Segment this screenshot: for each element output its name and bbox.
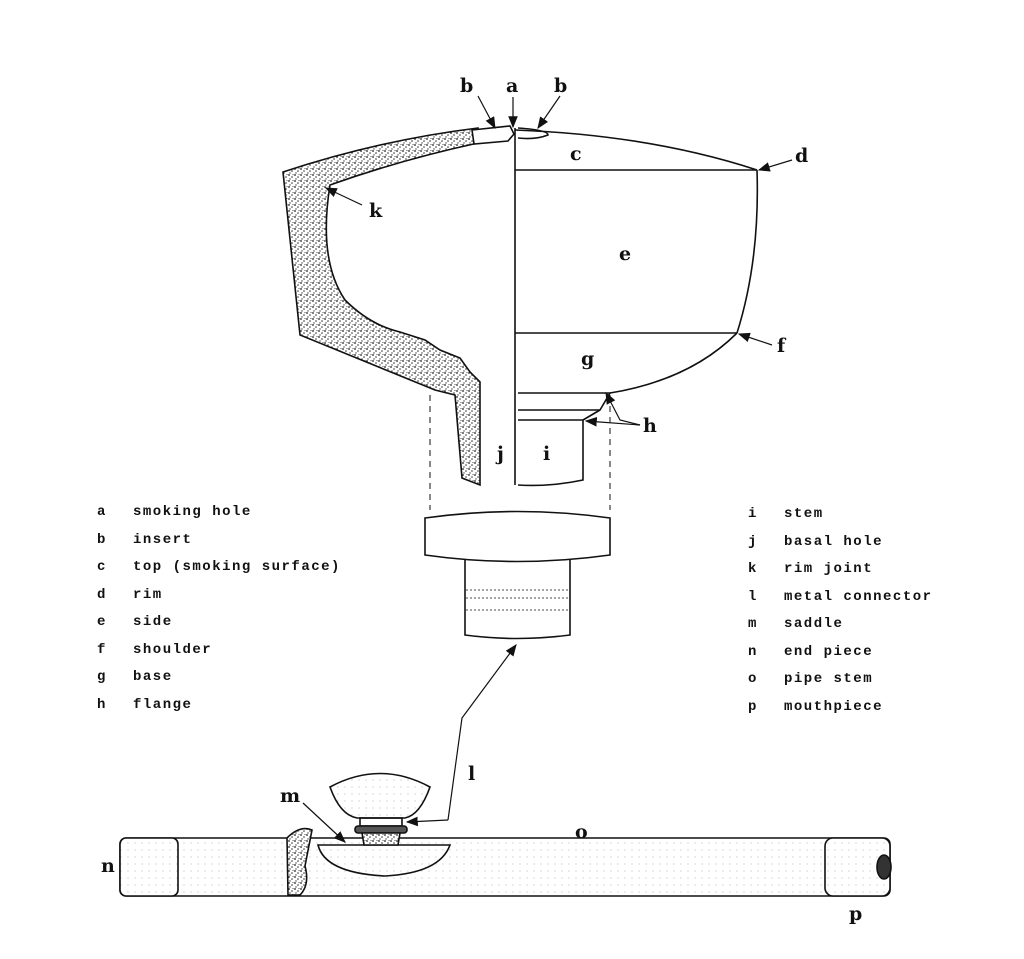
legend-label: basal hole [784, 533, 884, 550]
insert-left [471, 125, 515, 145]
legend-item: n end piece [748, 644, 933, 672]
legend-key: i [748, 506, 758, 522]
legend-key: j [748, 533, 758, 550]
legend-item: o pipe stem [748, 671, 933, 699]
legend-item: h flange [97, 697, 341, 725]
legend-label: saddle [784, 616, 844, 632]
bowl-side [736, 169, 759, 334]
bowl-top [514, 129, 758, 171]
legend-item: e side [97, 614, 341, 642]
callout-l: l [468, 763, 475, 785]
legend-key: c [97, 559, 107, 575]
callout-a: a [506, 75, 518, 97]
metal-connector-lens [424, 510, 611, 563]
mouthpiece-hole [876, 854, 892, 880]
mini-bowl [329, 772, 431, 819]
legend-item: l metal connector [748, 589, 933, 617]
legend-key: n [748, 643, 758, 660]
legend-right: i stem j basal hole k rim joint l metal conn… [748, 506, 933, 726]
legend-item: k rim joint [748, 561, 933, 589]
callout-b-left: b [460, 75, 473, 97]
legend-key: d [97, 586, 107, 603]
bowl-cross-section [282, 127, 481, 487]
legend-item: a smoking hole [97, 504, 341, 532]
legend-label: flange [133, 696, 193, 713]
callout-i: i [543, 443, 550, 465]
legend-item: p mouthpiece [748, 699, 933, 727]
callout-b-right: b [554, 75, 567, 97]
end-piece [119, 837, 179, 897]
legend-item: g base [97, 669, 341, 697]
callout-g: g [581, 348, 594, 370]
legend-key: f [97, 641, 107, 658]
legend-key: h [97, 696, 107, 713]
callout-e: e [619, 243, 631, 265]
legend-label: pipe stem [784, 671, 874, 687]
legend-key: k [748, 561, 758, 577]
legend-key: g [97, 669, 107, 685]
bowl-shoulder [609, 332, 738, 394]
legend-label: end piece [784, 643, 874, 660]
legend-label: insert [133, 531, 193, 548]
legend-label: smoking hole [133, 504, 252, 520]
legend-label: stem [784, 506, 824, 522]
legend-item: c top (smoking surface) [97, 559, 341, 587]
legend-label: rim joint [784, 561, 874, 577]
callout-c: c [570, 143, 582, 165]
legend-item: i stem [748, 506, 933, 534]
callout-m: m [280, 785, 300, 807]
legend-label: top (smoking surface) [133, 559, 341, 575]
flange [518, 392, 612, 411]
stem [517, 419, 584, 487]
legend-left: a smoking hole b insert c top (smoking surf… [97, 504, 341, 724]
legend-item: d rim [97, 587, 341, 615]
legend-key: p [748, 698, 758, 715]
legend-key: e [97, 614, 107, 630]
legend-item: f shoulder [97, 642, 341, 670]
metal-connector-cylinder [464, 560, 571, 640]
pipe-stem [119, 837, 891, 897]
legend-key: l [748, 588, 758, 605]
legend-item: m saddle [748, 616, 933, 644]
insert-right [517, 127, 549, 140]
legend-label: base [133, 669, 173, 685]
legend-label: rim [133, 586, 163, 603]
legend-item: j basal hole [748, 534, 933, 562]
callout-d: d [795, 145, 808, 167]
legend-key: b [97, 531, 107, 548]
legend-key: m [748, 616, 758, 632]
callout-f: f [777, 335, 787, 357]
callout-o: o [575, 821, 588, 843]
legend-label: shoulder [133, 641, 213, 658]
callout-n: n [101, 855, 115, 877]
legend-item: b insert [97, 532, 341, 560]
end-piece-wrap [286, 827, 313, 896]
callout-p: p [849, 903, 862, 925]
legend-key: a [97, 504, 107, 520]
legend-label: metal connector [784, 588, 933, 605]
saddle [316, 844, 452, 877]
legend-key: o [748, 671, 758, 687]
callout-k: k [369, 200, 383, 222]
callout-h: h [643, 415, 657, 437]
callout-j: j [495, 443, 504, 465]
legend-label: mouthpiece [784, 698, 884, 715]
legend-label: side [133, 614, 173, 630]
